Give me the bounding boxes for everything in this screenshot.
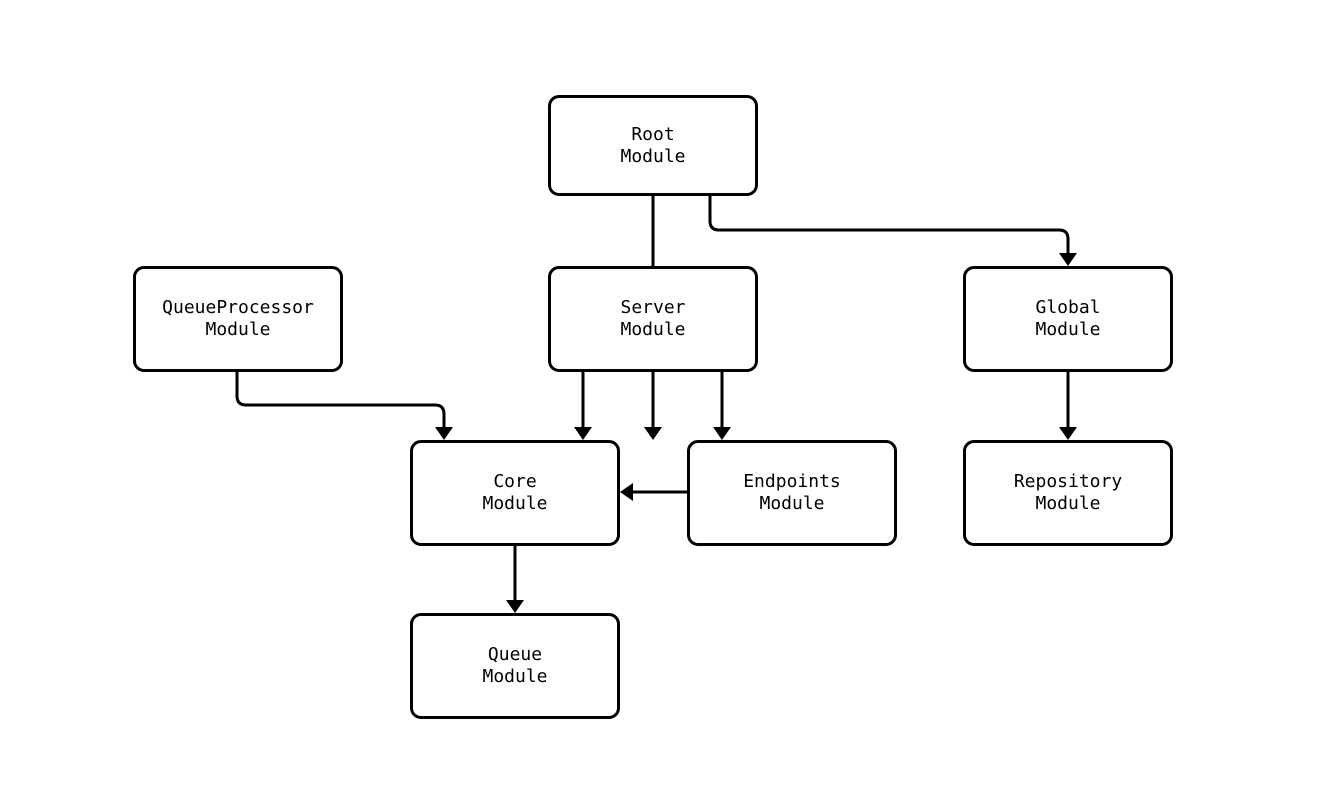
arrowhead-server-to-endpoints bbox=[713, 427, 731, 440]
node-label-global-line2: Module bbox=[1035, 319, 1101, 340]
node-label-server-line1: Server bbox=[620, 297, 686, 318]
node-label-core-line2: Module bbox=[482, 493, 548, 514]
node-label-server-line2: Module bbox=[620, 319, 686, 340]
arrowhead-core-to-queue bbox=[506, 600, 524, 613]
node-label-queueprocessor-line2: Module bbox=[205, 319, 271, 340]
arrowhead-queueprocessor-to-core bbox=[435, 427, 453, 440]
node-label-repository-line2: Module bbox=[1035, 493, 1101, 514]
arrowhead-global-to-repository bbox=[1059, 427, 1077, 440]
node-label-queueprocessor-line1: QueueProcessor bbox=[162, 297, 314, 318]
arrowhead-endpoints-to-core bbox=[620, 483, 633, 501]
arrowhead-root-to-global bbox=[1059, 253, 1077, 266]
node-label-queue-line1: Queue bbox=[487, 644, 543, 665]
node-label-root-line2: Module bbox=[620, 145, 686, 167]
edge-root-to-global bbox=[708, 196, 1070, 256]
arrowhead-server-to-core bbox=[574, 427, 592, 440]
node-label-endpoints-line1: Endpoints bbox=[743, 471, 841, 492]
node-label-repository-line1: Repository bbox=[1013, 471, 1123, 492]
node-label-core-line1: Core bbox=[493, 471, 537, 492]
edge-queueprocessor-to-core bbox=[235, 372, 446, 430]
arrowhead-root-to-server bbox=[644, 427, 662, 440]
node-label-queue-line2: Module bbox=[482, 666, 548, 687]
node-label-global-line1: Global bbox=[1035, 297, 1101, 318]
node-label-endpoints-line2: Module bbox=[759, 493, 825, 514]
node-label-root-line1: Root bbox=[631, 123, 675, 145]
